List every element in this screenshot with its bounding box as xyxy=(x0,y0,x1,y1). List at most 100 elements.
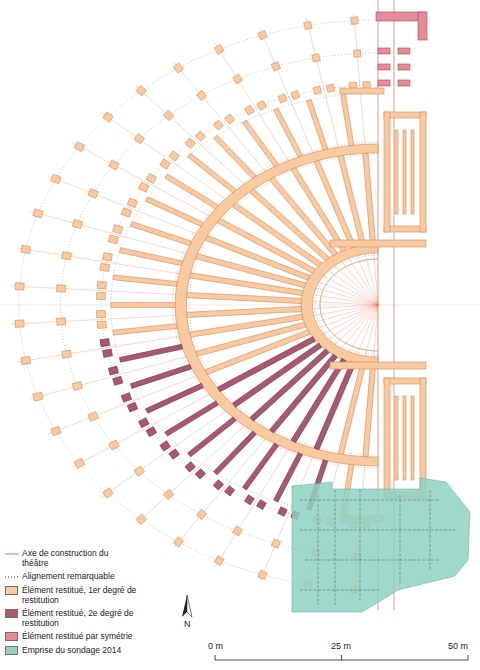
pier xyxy=(134,134,145,144)
pier xyxy=(88,412,98,422)
pier xyxy=(109,440,120,450)
pier xyxy=(196,90,206,100)
pier xyxy=(278,507,287,517)
excavated-wall xyxy=(430,490,431,570)
orchestra xyxy=(320,259,378,351)
pier xyxy=(121,208,131,218)
construction-ray xyxy=(11,286,378,305)
pier xyxy=(21,245,31,253)
sondage-area xyxy=(292,478,470,612)
pier xyxy=(139,182,150,192)
pier xyxy=(353,50,361,58)
stage-wall xyxy=(384,378,390,498)
radial-wall xyxy=(111,303,175,308)
radial-wall xyxy=(187,306,302,317)
pier xyxy=(278,94,287,104)
radial-wall xyxy=(314,362,356,450)
pier xyxy=(244,495,254,505)
pier xyxy=(312,54,321,63)
radial-wall xyxy=(242,443,278,490)
legend-swatch xyxy=(5,632,18,641)
pier xyxy=(113,225,123,234)
north-arrow xyxy=(182,595,187,617)
radial-wall xyxy=(165,174,218,209)
symmetry-element xyxy=(378,80,390,86)
legend-text: Élément restitué, 1er degré de restituti… xyxy=(22,585,140,605)
pier xyxy=(169,151,180,161)
radial-wall xyxy=(130,364,191,388)
symmetry-element xyxy=(398,64,410,70)
pier xyxy=(139,418,150,428)
stage-slot xyxy=(411,130,414,214)
pier xyxy=(97,281,106,289)
pier xyxy=(163,110,174,120)
pier xyxy=(225,114,235,124)
stage-slot xyxy=(403,396,406,480)
scale-and-north xyxy=(182,595,468,660)
construction-ray xyxy=(354,14,378,305)
radial-wall xyxy=(188,417,236,457)
radial-wall xyxy=(338,364,365,455)
scale-tick xyxy=(341,655,342,660)
pier xyxy=(213,120,223,130)
pier xyxy=(160,441,171,451)
pier xyxy=(103,253,113,261)
excavated-wall xyxy=(305,560,440,561)
legend-swatch xyxy=(5,646,18,655)
pier xyxy=(257,100,267,110)
radial-wall xyxy=(363,153,376,244)
radial-wall xyxy=(188,153,236,193)
legend-line-sample xyxy=(5,550,19,558)
stage-wall xyxy=(384,112,390,232)
radial-wall xyxy=(130,222,191,246)
pier xyxy=(121,393,131,403)
pier xyxy=(214,556,224,566)
pier xyxy=(195,469,205,479)
pier xyxy=(74,142,85,152)
stage-slot xyxy=(395,130,398,214)
pier xyxy=(213,480,223,490)
parodos-wall xyxy=(340,88,384,94)
pier xyxy=(51,426,61,436)
construction-ray xyxy=(72,305,378,467)
pier xyxy=(62,252,72,260)
pier xyxy=(15,283,24,290)
sondage-2014 xyxy=(292,478,470,612)
north-label: N xyxy=(184,619,191,629)
pier xyxy=(313,86,322,95)
pier xyxy=(97,321,106,329)
pier xyxy=(97,310,106,317)
legend-line xyxy=(5,577,19,578)
radial-wall xyxy=(214,431,257,475)
pier xyxy=(57,285,66,292)
radial-wall xyxy=(363,366,376,457)
radial-wall xyxy=(242,120,278,167)
pier xyxy=(196,509,206,519)
construction-ray xyxy=(174,62,378,305)
construction-ray xyxy=(101,305,378,498)
radial-wall xyxy=(119,248,182,266)
pier xyxy=(72,219,82,228)
scale-label: 0 m xyxy=(208,641,223,651)
radial-wall xyxy=(119,344,182,362)
pier xyxy=(72,381,82,390)
stage-slot xyxy=(411,396,414,480)
scale-tick xyxy=(468,655,469,660)
legend-text: Élément restitué par symétrie xyxy=(22,631,140,641)
ring-wall xyxy=(175,144,378,466)
pier xyxy=(258,570,267,579)
pier xyxy=(97,292,106,299)
pier xyxy=(103,349,113,357)
excavated-wall xyxy=(360,490,361,600)
pier xyxy=(173,537,183,547)
legend-text: Élément restitué, 2e degré de restitutio… xyxy=(22,608,140,628)
legend-text: Emprise du sondage 2014 xyxy=(22,645,140,655)
north-arrow xyxy=(187,595,192,617)
excavated-wall xyxy=(318,495,319,605)
pier xyxy=(127,198,138,208)
pier xyxy=(15,320,24,327)
pier xyxy=(109,160,120,170)
stage-slot xyxy=(403,130,406,214)
pier xyxy=(271,539,280,548)
